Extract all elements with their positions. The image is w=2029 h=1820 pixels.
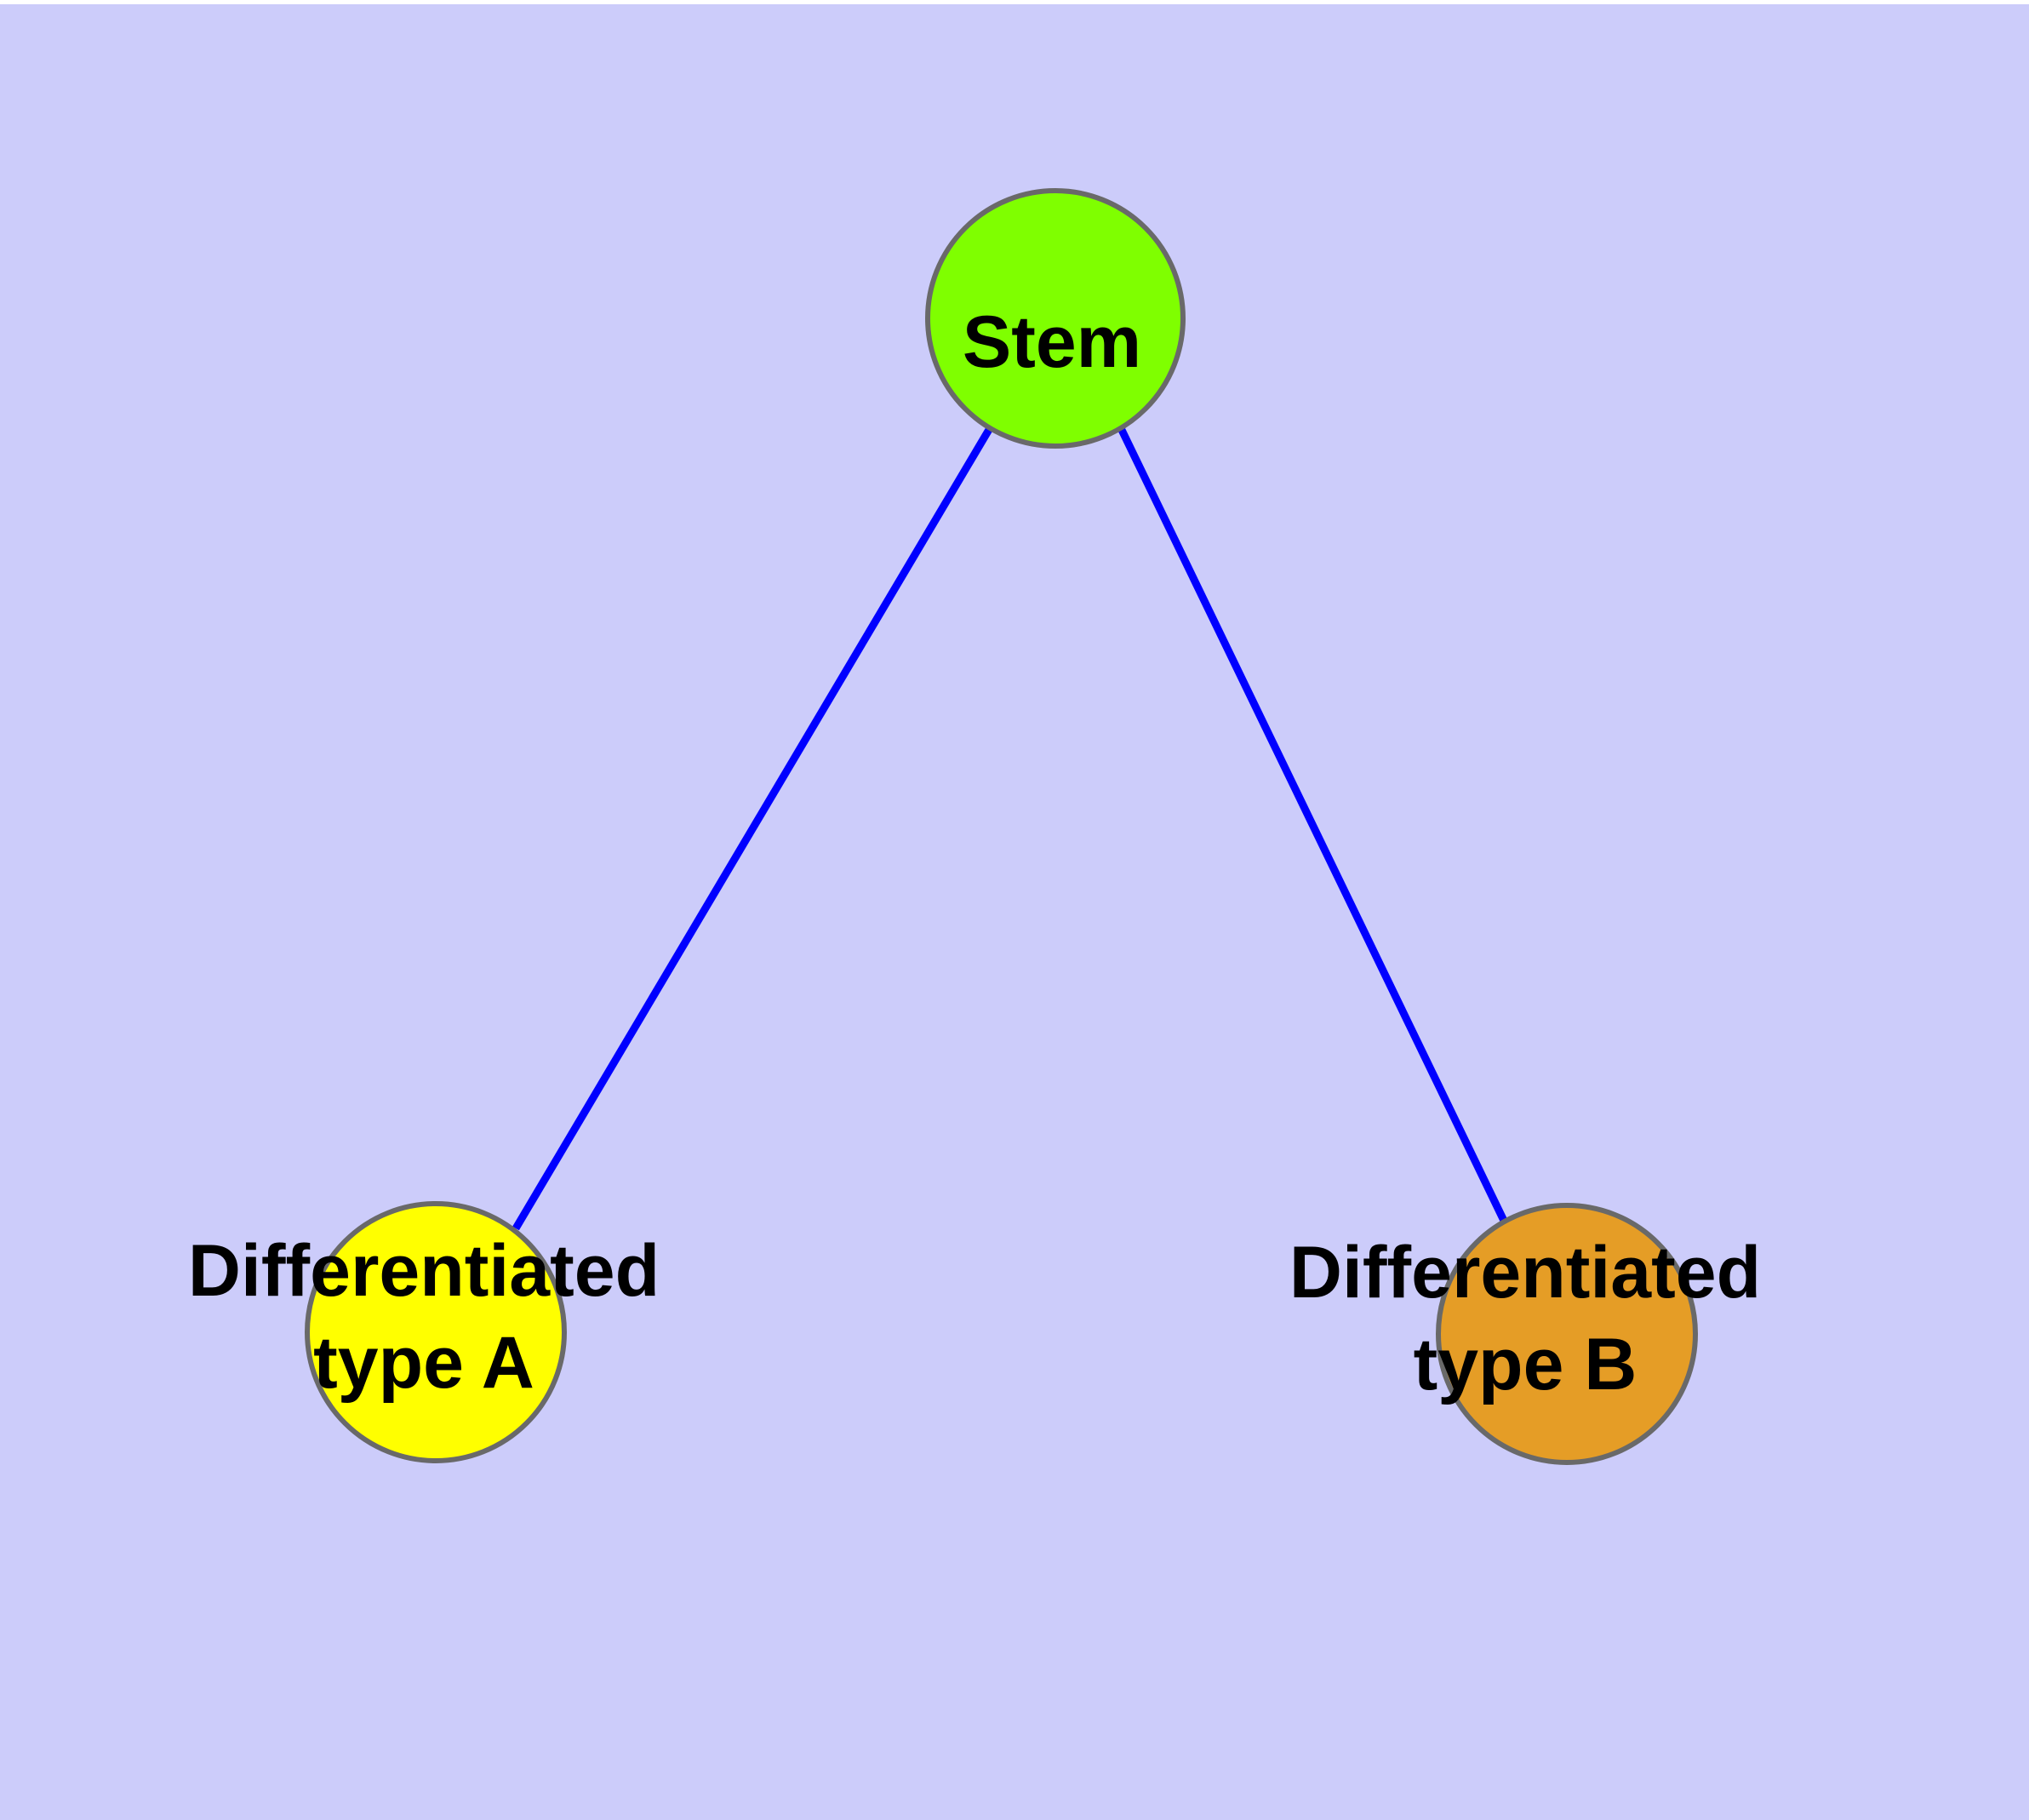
node-differentiated-type-a[interactable] bbox=[305, 1201, 567, 1463]
node-differentiated-type-a-circle[interactable] bbox=[305, 1201, 567, 1463]
node-differentiated-type-b-label: Differentiated type B bbox=[1289, 1232, 1761, 1405]
labels-layer: Stem Differentiated type A Differentiated… bbox=[188, 301, 1761, 1405]
label-line: type A bbox=[313, 1322, 534, 1404]
node-differentiated-type-a-label: Differentiated type A bbox=[188, 1230, 660, 1404]
node-differentiated-type-b[interactable] bbox=[1436, 1203, 1698, 1465]
node-differentiated-type-b-circle[interactable] bbox=[1436, 1203, 1698, 1465]
edges-layer bbox=[512, 426, 1509, 1231]
label-line: type B bbox=[1414, 1324, 1637, 1405]
node-stem-circle[interactable] bbox=[925, 188, 1186, 449]
node-stem-label: Stem bbox=[963, 301, 1141, 383]
nodes-layer bbox=[305, 188, 1698, 1465]
label-line: Differentiated bbox=[1289, 1232, 1761, 1313]
edge-stem-to-differentiated-b[interactable] bbox=[1117, 426, 1509, 1224]
label-line: Stem bbox=[963, 301, 1141, 383]
node-stem[interactable] bbox=[925, 188, 1186, 449]
label-line: Differentiated bbox=[188, 1230, 660, 1312]
edge-stem-to-differentiated-a[interactable] bbox=[512, 426, 993, 1231]
